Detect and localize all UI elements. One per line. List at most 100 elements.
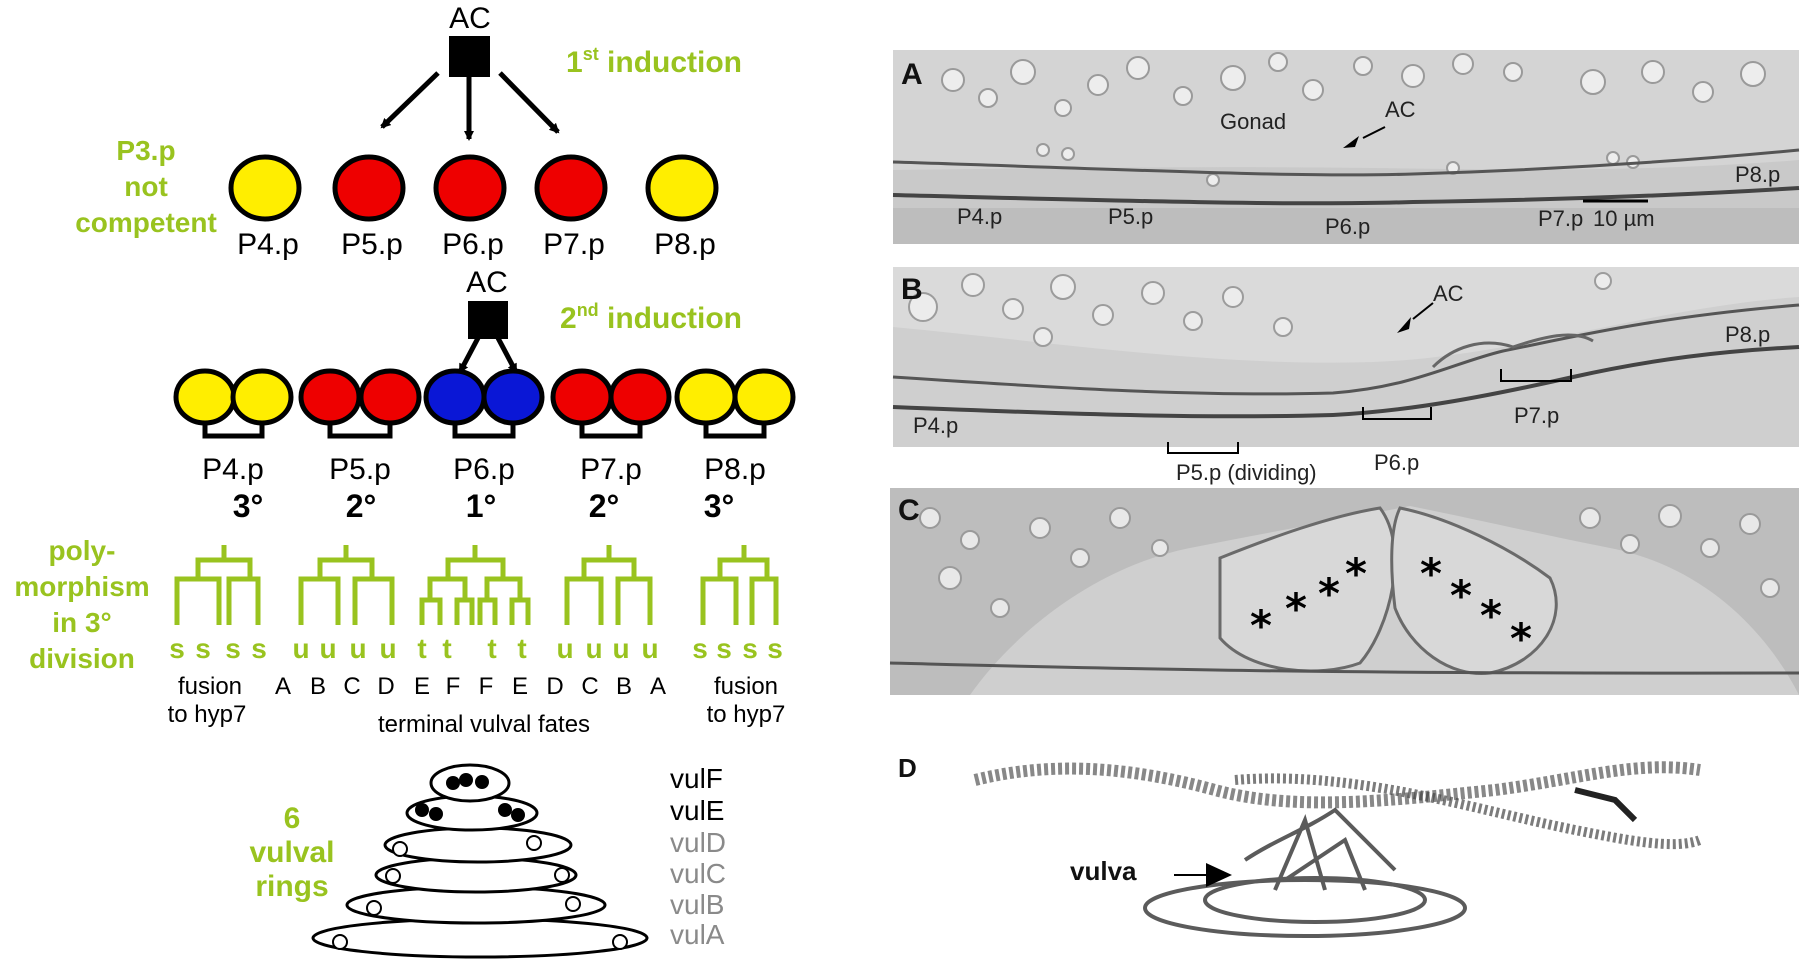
- svg-text:s: s: [169, 633, 185, 664]
- svg-text:u: u: [641, 633, 658, 664]
- vulval-fate-letters: A B C D E F F E D C B A: [275, 673, 666, 700]
- panel-a-ac-label: AC: [1385, 97, 1416, 122]
- svg-text:*: *: [1345, 549, 1367, 598]
- panel-a-p4-label: P4.p: [957, 204, 1003, 229]
- panel-a-image: [892, 50, 1800, 244]
- induction-arrows-1: [380, 71, 560, 141]
- svg-text:morphism: morphism: [14, 571, 149, 602]
- svg-text:D: D: [377, 673, 394, 700]
- panel-a-p7-label: P7.p: [1538, 206, 1584, 231]
- svg-text:C: C: [343, 673, 360, 700]
- panel-a-p6-label: P6.p: [1325, 214, 1371, 239]
- svg-text:division: division: [29, 643, 135, 674]
- vpc-fate-labels: 3° 2° 1° 2° 3°: [233, 488, 735, 524]
- svg-text:u: u: [349, 633, 366, 664]
- daughter-cell-p6a: [423, 368, 487, 426]
- ring-vula: [311, 917, 649, 959]
- svg-text:s: s: [251, 633, 267, 664]
- lineage-tree-p4: [174, 545, 261, 625]
- svg-text:F: F: [446, 673, 461, 700]
- induction-arrows-2: [457, 336, 519, 374]
- svg-text:P3.p: P3.p: [116, 135, 175, 166]
- panel-b-p8-label: P8.p: [1725, 322, 1771, 347]
- svg-text:fusion: fusion: [714, 673, 778, 700]
- svg-text:2°: 2°: [589, 488, 620, 524]
- lineage-tree-p8: [700, 545, 779, 625]
- panel-a-gonad-label: Gonad: [1220, 109, 1287, 134]
- panel-b-p4-label: P4.p: [913, 413, 959, 438]
- daughter-cell-p5b: [358, 368, 422, 426]
- svg-text:3°: 3°: [704, 488, 735, 524]
- svg-text:1°: 1°: [466, 488, 497, 524]
- panel-a-letter: A: [901, 58, 923, 91]
- svg-text:B: B: [310, 673, 326, 700]
- micrograph-panel-c: **** **** C: [889, 488, 1800, 695]
- svg-text:to hyp7: to hyp7: [707, 701, 786, 728]
- vulval-induction-diagram: AC 1st induction P3.p not competent P4.p…: [14, 2, 796, 959]
- svg-text:E: E: [414, 673, 430, 700]
- svg-text:*: *: [1510, 614, 1532, 663]
- micrograph-panel-b: B AC P8.p P4.p P7.p: [892, 267, 1800, 454]
- lineage-tree-p6: [419, 545, 531, 625]
- panel-d-image: [973, 740, 1702, 968]
- svg-text:s: s: [195, 633, 211, 664]
- svg-text:s: s: [225, 633, 241, 664]
- second-induction-title: 2nd induction: [560, 300, 742, 335]
- svg-text:u: u: [585, 633, 602, 664]
- ring-names: vulF vulE vulD vulC vulB vulA: [670, 763, 726, 950]
- svg-text:s: s: [742, 633, 758, 664]
- svg-text:not: not: [124, 171, 168, 202]
- svg-text:A: A: [275, 673, 291, 700]
- svg-text:vulD: vulD: [670, 827, 726, 858]
- vpc-cell-p7: [534, 154, 608, 222]
- svg-text:u: u: [379, 633, 396, 664]
- svg-text:vulE: vulE: [670, 795, 724, 826]
- daughter-cell-p6b: [481, 368, 545, 426]
- daughter-cell-p4b: [230, 368, 294, 426]
- svg-text:fusion: fusion: [178, 673, 242, 700]
- first-induction-title: 1st induction: [566, 44, 742, 79]
- lineage-tree-p5: [298, 545, 395, 625]
- svg-text:rings: rings: [255, 870, 328, 903]
- vpc-row-2-connectors: [202, 420, 767, 439]
- fusion-right-label: fusion to hyp7: [707, 673, 786, 728]
- svg-text:P5.p: P5.p: [329, 453, 391, 486]
- svg-text:vulA: vulA: [670, 919, 725, 950]
- panel-c-letter: C: [898, 494, 920, 527]
- svg-text:*: *: [1480, 591, 1502, 640]
- svg-text:P8.p: P8.p: [704, 453, 766, 486]
- svg-text:*: *: [1318, 569, 1340, 618]
- svg-text:*: *: [1285, 584, 1307, 633]
- polymorphism-label: poly- morphism in 3° division: [14, 535, 149, 674]
- daughter-cell-p8b: [732, 368, 796, 426]
- panel-b-ac-label: AC: [1433, 281, 1464, 306]
- svg-text:competent: competent: [75, 207, 217, 238]
- svg-text:t: t: [442, 633, 451, 664]
- svg-text:u: u: [556, 633, 573, 664]
- svg-text:P6.p: P6.p: [442, 228, 504, 261]
- anchor-cell-2: [468, 301, 508, 339]
- p3-not-competent-label: P3.p not competent: [75, 135, 217, 238]
- svg-text:s: s: [767, 633, 783, 664]
- ac-label-1: AC: [449, 2, 491, 35]
- panel-d-letter: D: [898, 753, 917, 783]
- svg-text:vulC: vulC: [670, 858, 726, 889]
- svg-text:2°: 2°: [346, 488, 377, 524]
- svg-text:to hyp7: to hyp7: [168, 701, 247, 728]
- daughter-cell-p7a: [550, 368, 614, 426]
- vpc-row-1: [228, 154, 719, 222]
- svg-text:P7.p: P7.p: [580, 453, 642, 486]
- vulval-rings: [311, 763, 649, 959]
- panel-b-image: [892, 267, 1800, 454]
- panel-c-image: **** ****: [889, 488, 1800, 695]
- svg-text:P4.p: P4.p: [237, 228, 299, 261]
- svg-text:3°: 3°: [233, 488, 264, 524]
- svg-text:P7.p: P7.p: [543, 228, 605, 261]
- vpc-row-2-labels: P4.p P5.p P6.p P7.p P8.p: [202, 453, 766, 486]
- svg-text:*: *: [1420, 549, 1442, 598]
- panel-a-scale-label: 10 µm: [1593, 206, 1655, 231]
- svg-text:t: t: [487, 633, 496, 664]
- svg-text:poly-: poly-: [49, 535, 116, 566]
- panel-b-p5-label: P5.p (dividing): [1176, 460, 1317, 485]
- ac-label-2: AC: [466, 266, 508, 299]
